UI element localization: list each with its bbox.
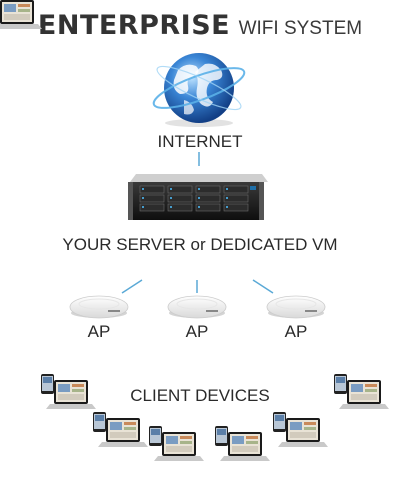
internet-label: INTERNET xyxy=(157,132,243,151)
access-point-icon xyxy=(266,295,326,319)
rack-server-icon xyxy=(128,174,268,220)
server-label: YOUR SERVER or DEDICATED VM xyxy=(62,235,338,254)
ap-label-1: AP xyxy=(87,322,111,341)
title-light: WIFI SYSTEM xyxy=(238,18,363,39)
globe-icon xyxy=(152,53,246,127)
access-point-icon xyxy=(69,295,129,319)
connector-lines xyxy=(121,152,274,294)
client-device-icon xyxy=(0,0,42,29)
ap-label-2: AP xyxy=(185,322,209,341)
access-point-icon xyxy=(167,295,227,319)
diagram-title: ENTERPRISE WIFI SYSTEM xyxy=(0,10,400,41)
title-bold: ENTERPRISE xyxy=(37,10,231,41)
ap-label-3: AP xyxy=(284,322,308,341)
client-devices-label: CLIENT DEVICES xyxy=(130,386,270,405)
